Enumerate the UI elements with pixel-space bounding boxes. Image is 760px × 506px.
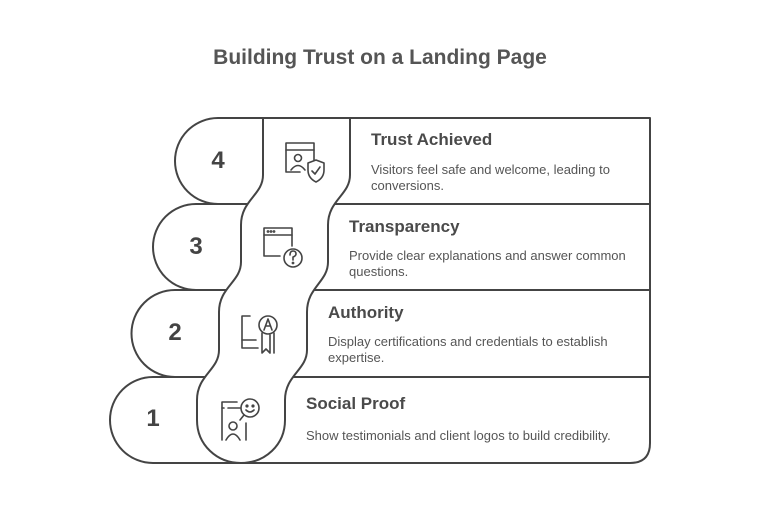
step-number: 4: [211, 147, 225, 174]
browser-question-icon: [263, 227, 303, 268]
diagram-title: Building Trust on a Landing Page: [213, 46, 547, 69]
step-number: 1: [146, 405, 160, 432]
step-1-shape: [109, 376, 651, 464]
step-title: Social Proof: [306, 394, 406, 413]
user-shield-check-icon: [285, 142, 325, 183]
step-description: Show testimonials and client logos to bu…: [306, 428, 611, 443]
step-description: Visitors feel safe and welcome, leading …: [371, 162, 610, 193]
testimonial-chat-icon: [221, 398, 260, 441]
step-title: Trust Achieved: [371, 130, 493, 149]
step-title: Authority: [328, 303, 404, 322]
step-number: 2: [168, 319, 182, 346]
certificate-badge-icon: [241, 315, 278, 354]
step-description: Display certifications and credentials t…: [328, 334, 608, 365]
icon-band: [196, 117, 351, 464]
step-number: 3: [189, 233, 203, 260]
step-title: Transparency: [349, 217, 460, 236]
step-description: Provide clear explanations and answer co…: [349, 248, 626, 279]
